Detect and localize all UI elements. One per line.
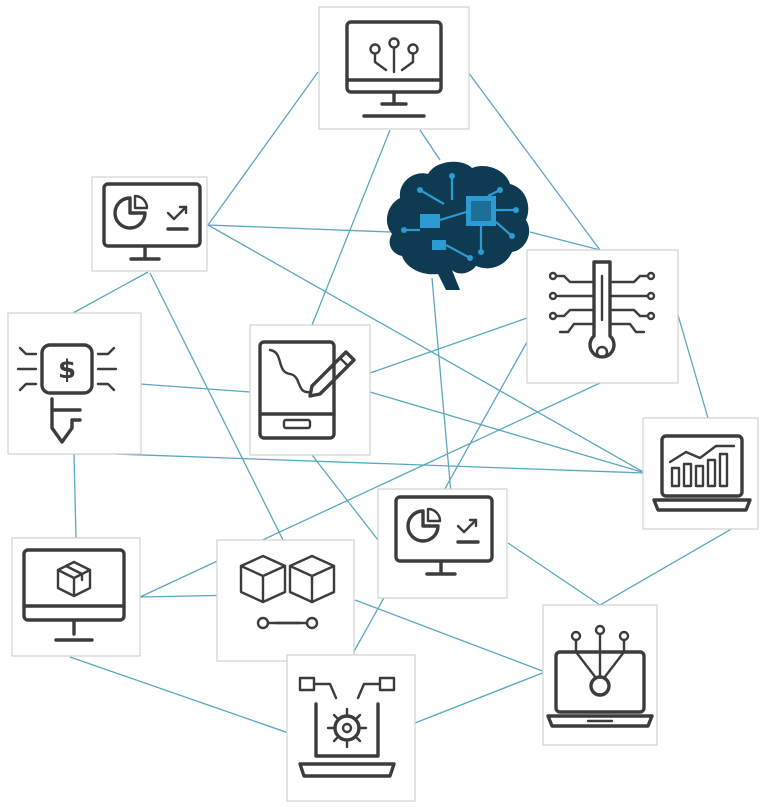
link-cube-monitor-laptop-gear [69,656,301,738]
monitor-pie-chart-icon [394,495,494,576]
node-laptop-bar-chart [642,417,759,530]
node-frame [91,176,208,272]
link-chart-monitor-left-ai-brain [207,224,391,233]
monitor-pie-chart-icon [102,182,202,261]
link-chart-monitor-left-linked-cubes [149,272,284,541]
drawing-tablet-icon [258,340,356,440]
node-linked-cubes [216,539,355,662]
node-chart-monitor-center [377,488,508,599]
svg-text:$: $ [58,355,76,385]
link-laptop-bar-chart-laptop-network [599,527,734,606]
link-circuit-monitor-drawing-tablet [311,129,391,326]
link-key-circuit-laptop-bar-chart [677,314,709,419]
link-chart-monitor-left-dollar-chip [72,271,149,314]
node-dollar-chip: $ [7,312,142,455]
link-circuit-monitor-ai-brain [419,129,441,161]
link-chart-monitor-left-laptop-bar-chart [207,224,646,474]
link-laptop-gear-laptop-network [391,671,546,733]
node-key-circuit [526,249,679,384]
node-chart-monitor-left [91,176,208,272]
link-drawing-tablet-chart-monitor-center [311,454,379,541]
node-frame [11,537,141,657]
laptop-bar-chart-icon [652,434,752,512]
node-laptop-gear [286,654,416,802]
link-drawing-tablet-laptop-bar-chart [369,391,646,474]
node-drawing-tablet [249,324,371,456]
circuit-key-icon [548,260,656,359]
monitor-circuit-icon [345,20,443,118]
link-dollar-chip-laptop-bar-chart [114,453,646,474]
node-cube-monitor [11,537,141,657]
laptop-gear-icon [298,676,396,778]
link-chart-monitor-center-laptop-network [507,542,601,606]
node-circuit-monitor [318,6,470,130]
monitor-cube-icon [22,548,126,642]
link-ai-brain-chart-monitor-center [431,277,453,506]
node-frame [216,539,355,662]
link-dollar-chip-drawing-tablet [139,383,251,393]
dollar-chip-icon: $ [16,343,118,444]
node-frame [377,488,508,599]
link-key-circuit-drawing-tablet [349,317,528,381]
ai-brain-chip-icon [386,161,530,290]
laptop-network-icon [546,624,654,728]
linked-cubes-icon [239,554,336,630]
node-ai-brain [386,161,530,290]
link-dollar-chip-cube-monitor [73,453,77,539]
node-laptop-network [542,604,658,746]
link-circuit-monitor-key-circuit [467,71,601,251]
link-chart-monitor-left-key-circuit [529,231,601,251]
link-circuit-monitor-chart-monitor-left [207,71,319,226]
link-linked-cubes-laptop-network [354,599,546,673]
